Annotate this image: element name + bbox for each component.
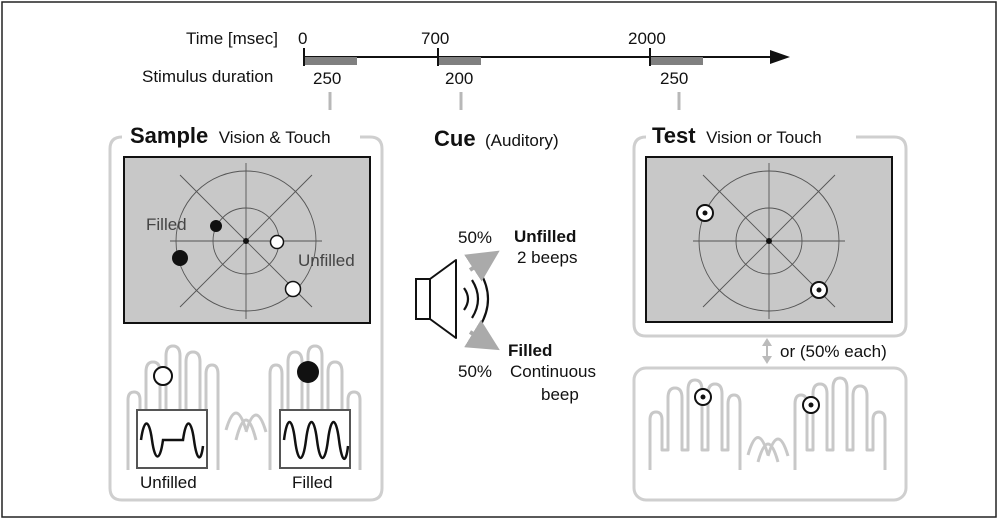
test-title: Test (652, 123, 696, 148)
duration-bar-cue (439, 57, 481, 65)
or-label: or (50% each) (780, 342, 887, 361)
test-frame (632, 135, 908, 338)
test-right-hand (793, 376, 887, 470)
stimulus-duration-label: Stimulus duration (142, 67, 273, 86)
duration-cue: 200 (445, 69, 473, 88)
fixation-dot (243, 238, 249, 244)
tactile-target-left-center (700, 394, 706, 400)
time-axis-arrowhead (770, 50, 790, 64)
unfilled-stimulus-small (269, 234, 285, 250)
test-title-group: Test Vision or Touch (652, 123, 822, 148)
or-connector (762, 338, 772, 364)
tactile-target-right-center (808, 402, 814, 408)
right-hand (268, 344, 362, 470)
thumbs (224, 411, 268, 441)
waveform-continuous (282, 420, 350, 460)
test-subtitle: Vision or Touch (706, 128, 822, 147)
bottom-percent: 50% (458, 362, 492, 381)
waveform-intermittent (139, 422, 205, 459)
sample-title: Sample (130, 123, 208, 148)
filled-label: Filled (146, 215, 187, 234)
filled-stimulus-small (210, 220, 222, 232)
filled-stimulus-large (172, 250, 188, 266)
cue-title: Cue (434, 126, 476, 151)
hand-unfilled-label: Unfilled (140, 473, 197, 492)
test-left-hand (648, 378, 742, 470)
top-name: Unfilled (514, 227, 576, 246)
sample-subtitle: Vision & Touch (219, 128, 331, 147)
tick-label-0: 0 (298, 29, 307, 48)
test-hands (648, 376, 887, 470)
speaker-icon (415, 259, 490, 339)
tactile-filled-marker (297, 361, 319, 383)
sample-frame (108, 135, 384, 502)
duration-test: 250 (660, 69, 688, 88)
tactile-unfilled-marker (153, 366, 173, 386)
cue-title-group: Cue (Auditory) (434, 126, 559, 151)
cue-section: Cue (Auditory) 50% Unfilled 2 beeps Fill… (415, 126, 596, 404)
duration-sample: 250 (313, 69, 341, 88)
test-hands-frame (632, 366, 908, 502)
unfilled-label: Unfilled (298, 251, 355, 270)
sample-panel: Sample Vision & Touch Filled Unfilled (108, 123, 384, 502)
hand-filled-label: Filled (292, 473, 333, 492)
test-thumbs (746, 436, 790, 463)
test-fixation-dot (766, 238, 772, 244)
test-panel: Test Vision or Touch or (50% each) (632, 123, 908, 502)
tick-label-2000: 2000 (628, 29, 666, 48)
cue-subtitle: (Auditory) (485, 131, 559, 150)
test-target-right-center (816, 287, 822, 293)
left-hand (126, 344, 220, 470)
timeline: Time [msec] Stimulus duration 0 700 2000… (142, 29, 790, 110)
sample-hands (126, 344, 362, 470)
tick-label-700: 700 (421, 29, 449, 48)
unfilled-stimulus-large (284, 280, 302, 298)
top-desc: 2 beeps (517, 248, 578, 267)
test-target-left-center (702, 210, 708, 216)
bottom-desc-1: Continuous (510, 362, 596, 381)
arrow-to-filled (464, 319, 500, 351)
top-percent: 50% (458, 228, 492, 247)
duration-bar-sample (305, 57, 357, 65)
time-label: Time [msec] (186, 29, 278, 48)
arrow-to-unfilled (464, 250, 500, 282)
bottom-name: Filled (508, 341, 552, 360)
bottom-desc-2: beep (541, 385, 579, 404)
sample-title-group: Sample Vision & Touch (130, 123, 331, 148)
duration-bar-test (651, 57, 703, 65)
